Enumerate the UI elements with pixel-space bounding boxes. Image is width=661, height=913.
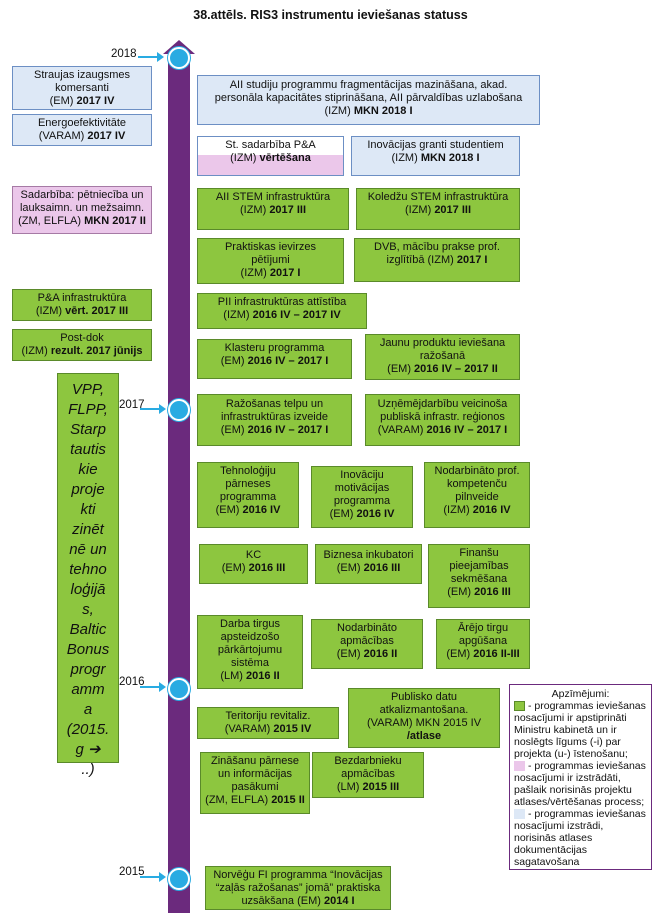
box-darba-tirgus: Darba tirgus apsteidzošo pārkārtojumu si… [197,615,303,689]
vpp-line: ..) [81,761,95,778]
box-teritoriju-revitaliz: Teritoriju revitaliz. (VARAM) 2015 IV [197,707,339,739]
year-label-2017: 2017 [119,399,145,411]
box-praktiskas-ievirzes: Praktiskas ievirzes pētījumi (IZM) 2017 … [197,238,344,284]
box-vpp-flpp: VPP, FLPP, Starp tautis kie proje kti zinēt nē u… [57,373,119,778]
vpp-line: Baltic [69,621,107,638]
vpp-line: tautis [70,441,106,458]
box-koledzu-stem: Koledžu STEM infrastruktūra (IZM) 2017 I… [356,188,520,230]
box-pa-infrastruktura: P&A infrastruktūra (IZM) vērt. 2017 III [12,289,152,321]
box-zinasanu-parnese: Zināšanu pārnese un informācijas pasākum… [200,752,310,814]
box-bezdarbnieku-apmacibas: Bezdarbnieku apmācības (LM) 2015 III [312,752,424,798]
timeline-dot-2017 [168,399,190,421]
year-label-2018: 2018 [111,48,137,60]
box-nodarbinato-apmacibas: Nodarbināto apmācības (EM) 2016 II [311,619,423,669]
box-razosanas-telpu: Ražošanas telpu un infrastruktūras izvei… [197,394,352,446]
year-arrow-2017 [140,404,166,414]
vpp-line: FLPP, [68,401,108,418]
vpp-line: g ➔ [75,741,101,758]
year-arrow-2016 [140,682,166,692]
legend-item-green: - programmas ieviešanas nosacījumi ir ap… [514,700,646,760]
legend-title: Apzīmējumi: [551,688,610,700]
vpp-line: (2015. [66,721,110,738]
legend-item-pink: - programmas ieviešanas nosacījumi ir iz… [514,760,646,808]
vpp-line: VPP, [71,381,105,398]
vpp-line: zinēt [72,521,104,538]
box-nodarbinato-prof: Nodarbināto prof. kompetenču pilnveide (… [424,462,530,528]
box-dvb-macibu-prakse: DVB, mācību prakse prof. izglītībā (IZM)… [354,238,520,282]
box-sadarbiba-lauksaimn: Sadarbība: pētniecība un lauksaimn. un m… [12,186,152,234]
year-label-2016: 2016 [119,676,145,688]
vpp-line: tehno [69,561,107,578]
box-norvegu-fi: Norvēģu FI programma “Inovācijas “zaļās … [205,866,391,910]
box-st-sadarbiba: St. sadarbība P&A (IZM) vērtēšana [197,136,344,176]
legend: Apzīmējumi: - programmas ieviešanas nosa… [509,684,652,870]
year-label-2015: 2015 [119,866,145,878]
legend-swatch-blue [514,809,525,820]
box-aii-studiju: AII studiju programmu fragmentācijas maz… [197,75,540,125]
box-kc: KC (EM) 2016 III [199,544,308,584]
vpp-line: progr [70,661,106,678]
vpp-line: amm [71,681,105,698]
vpp-line: a [83,701,93,718]
vpp-line: Bonus [66,641,110,658]
legend-swatch-pink [514,761,525,772]
vpp-line: proje [71,481,105,498]
legend-swatch-green [514,701,525,712]
box-jaunu-produktu: Jaunu produktu ieviešana ražošanā (EM) 2… [365,334,520,380]
timeline-dot-2016 [168,678,190,700]
vpp-line: kie [78,461,98,478]
vpp-line: kti [80,501,96,518]
timeline-bar [168,52,190,913]
timeline-dot-2018 [168,47,190,69]
box-straujas-izaugsmes: Straujas izaugsmes komersanti (EM) 2017 … [12,66,152,110]
box-tehnologiju-parneses: Tehnoloģiju pārneses programma (EM) 2016… [197,462,299,528]
vpp-line: nē un [69,541,107,558]
box-publisko-datu: Publisko datu atkalizmantošana. (VARAM) … [348,688,500,748]
box-klasteru-programma: Klasteru programma (EM) 2016 IV – 2017 I [197,339,352,379]
box-aii-stem: AII STEM infrastruktūra (IZM) 2017 III [197,188,349,230]
box-uznemejdarbibu-veicinosa: Uzņēmējdarbību veicinoša publiskā infras… [365,394,520,446]
year-arrow-2018 [138,52,164,62]
box-arejo-tirgu: Ārējo tirgu apgūšana (EM) 2016 II-III [436,619,530,669]
vpp-line: loģijā [70,581,106,598]
box-post-dok: Post-dok (IZM) rezult. 2017 jūnijs [12,329,152,361]
box-biznesa-inkubatori: Biznesa inkubatori (EM) 2016 III [315,544,422,584]
year-arrow-2015 [140,872,166,882]
timeline-dot-2015 [168,868,190,890]
vpp-line: s, [82,601,94,618]
box-pii-infrastruktura: PII infrastruktūras attīstība (IZM) 2016… [197,293,367,329]
legend-item-blue: - programmas ieviešanas nosacījumi izstr… [514,808,646,868]
box-energoefektivitate: Energoefektivitāte (VARAM) 2017 IV [12,114,152,146]
box-finansu-pieejamibas: Finanšu pieejamības sekmēšana (EM) 2016 … [428,544,530,608]
box-inovaciju-motivacijas: Inovāciju motivācijas programma (EM) 201… [311,466,413,528]
box-inovacijas-granti: Inovācijas granti studentiem (IZM) MKN 2… [351,136,520,176]
vpp-line: Starp [70,421,106,438]
figure-title: 38.attēls. RIS3 instrumentu ieviešanas s… [193,8,468,22]
